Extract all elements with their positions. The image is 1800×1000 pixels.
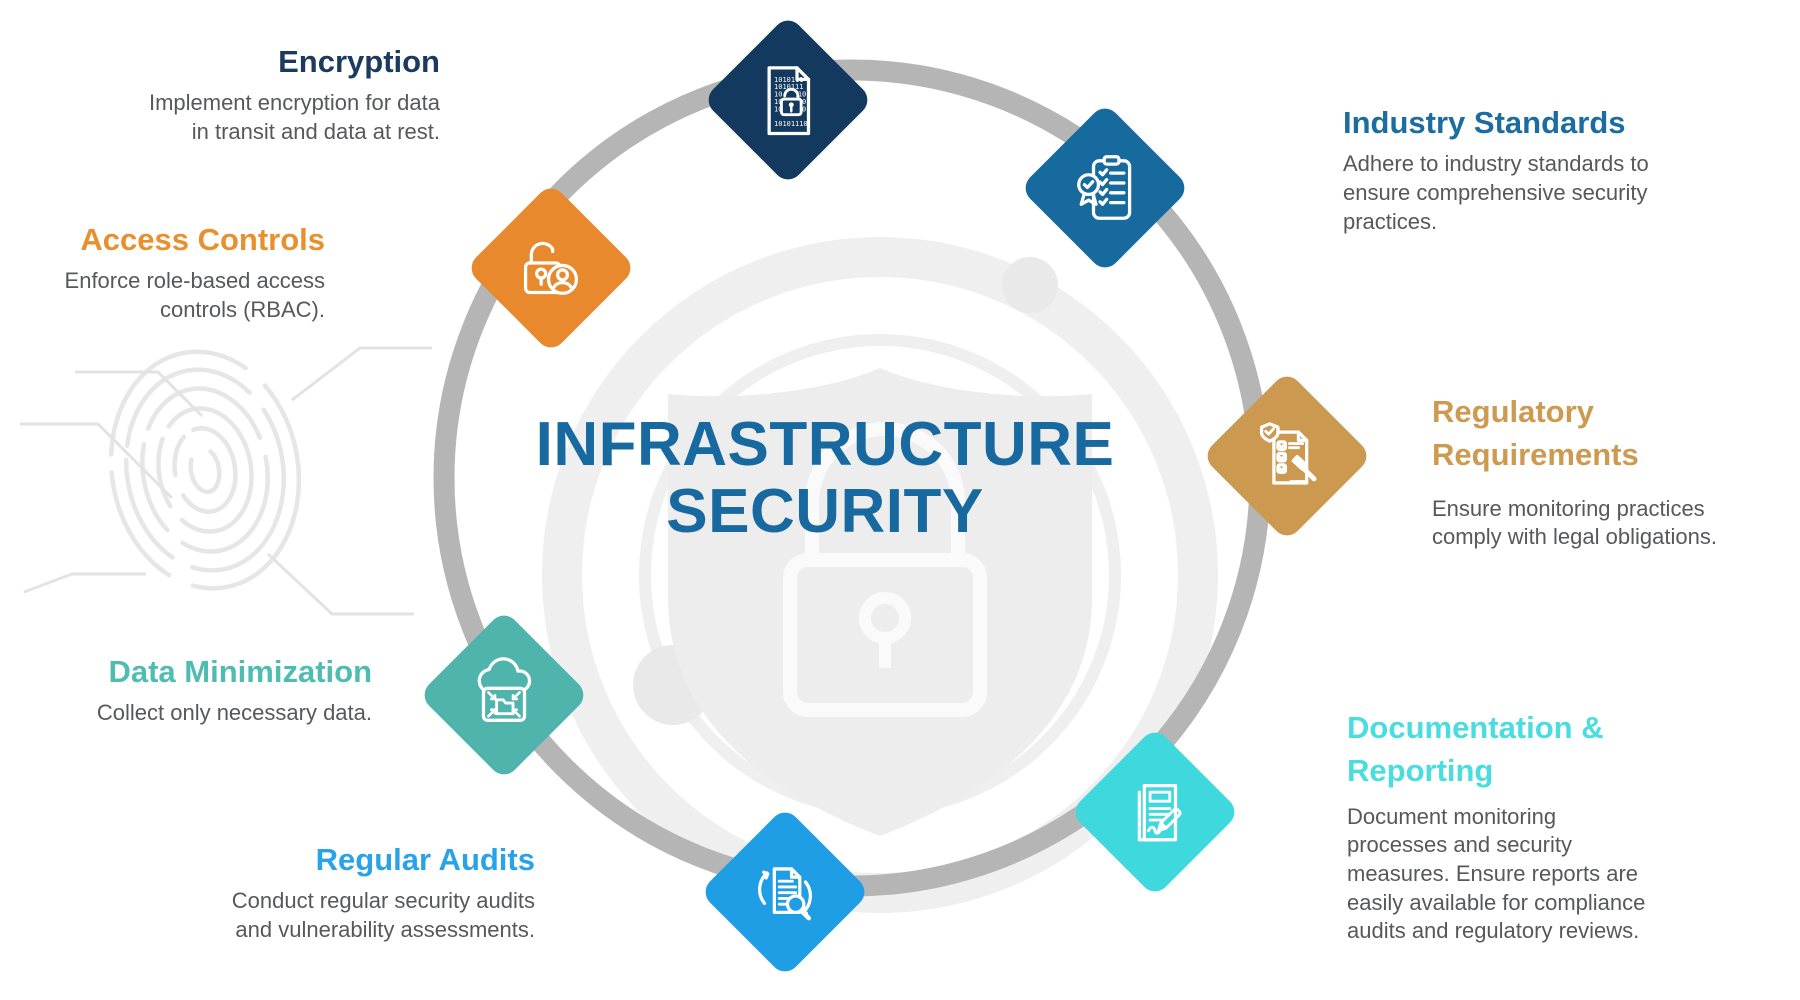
page-title-line2: SECURITY: [666, 476, 984, 546]
item-label: Data Minimization: [108, 654, 372, 689]
item-description: Conduct regular security audits and vuln…: [231, 888, 535, 942]
item-data-minimization-text: Data Minimization Collect only necessary…: [12, 650, 372, 728]
item-description: Collect only necessary data.: [96, 700, 372, 726]
item-label: Regulatory Requirements: [1432, 394, 1639, 473]
item-industry-standards-text: Industry Standards Adhere to industry st…: [1343, 101, 1703, 236]
diamond-access-controls: [465, 182, 637, 354]
item-regulatory-requirements-text: Regulatory Requirements Ensure monitorin…: [1432, 390, 1772, 552]
document-search-refresh-icon: [757, 866, 813, 920]
cloud-compress-folder-icon: [477, 656, 532, 722]
svg-text:10: 10: [774, 97, 782, 105]
item-label: Documentation & Reporting: [1347, 710, 1604, 789]
item-description: Enforce role-based access controls (RBAC…: [64, 268, 325, 322]
legal-gavel-checklist-icon: [1259, 421, 1317, 484]
circuit-trace-lines: [20, 346, 432, 616]
item-description: Document monitoring processes and securi…: [1347, 803, 1646, 944]
lock-watermark: [783, 422, 987, 717]
shield-watermark: [668, 368, 1092, 836]
certified-checklist-icon: [1077, 154, 1132, 220]
diamond-data-minimization: [418, 609, 590, 781]
svg-text:10: 10: [774, 105, 782, 113]
item-label: Regular Audits: [315, 842, 535, 877]
report-signing-icon: [1137, 783, 1182, 841]
svg-text:1010111: 1010111: [774, 75, 803, 83]
item-description: Adhere to industry standards to ensure c…: [1343, 151, 1649, 234]
diamond-regulatory-requirements: [1201, 370, 1373, 542]
page-title: INFRASTRUCTURE SECURITY: [470, 410, 1180, 546]
svg-text:10101110: 10101110: [774, 119, 808, 127]
item-description: Implement encryption for data in transit…: [148, 90, 440, 144]
diamond-regular-audits: [699, 806, 871, 978]
item-label: Access Controls: [80, 222, 325, 257]
item-regular-audits-text: Regular Audits Conduct regular security …: [175, 838, 535, 945]
item-access-controls-text: Access Controls Enforce role-based acces…: [15, 218, 325, 325]
svg-text:10: 10: [798, 90, 806, 98]
unlocked-padlock-user-icon: [523, 241, 579, 295]
item-documentation-reporting-text: Documentation & Reporting Document monit…: [1347, 706, 1687, 946]
item-encryption-text: Encryption Implement encryption for data…: [110, 40, 440, 147]
svg-text:1010111: 1010111: [774, 83, 803, 91]
item-label: Encryption: [278, 44, 440, 79]
fingerprint-watermark: [108, 349, 302, 591]
page-title-line1: INFRASTRUCTURE: [535, 410, 1115, 479]
diamond-industry-standards: [1019, 102, 1191, 274]
diamond-documentation-reporting: [1069, 726, 1241, 898]
item-description: Ensure monitoring practices comply with …: [1432, 495, 1717, 550]
svg-text:10: 10: [774, 90, 782, 98]
item-label: Industry Standards: [1343, 105, 1626, 140]
